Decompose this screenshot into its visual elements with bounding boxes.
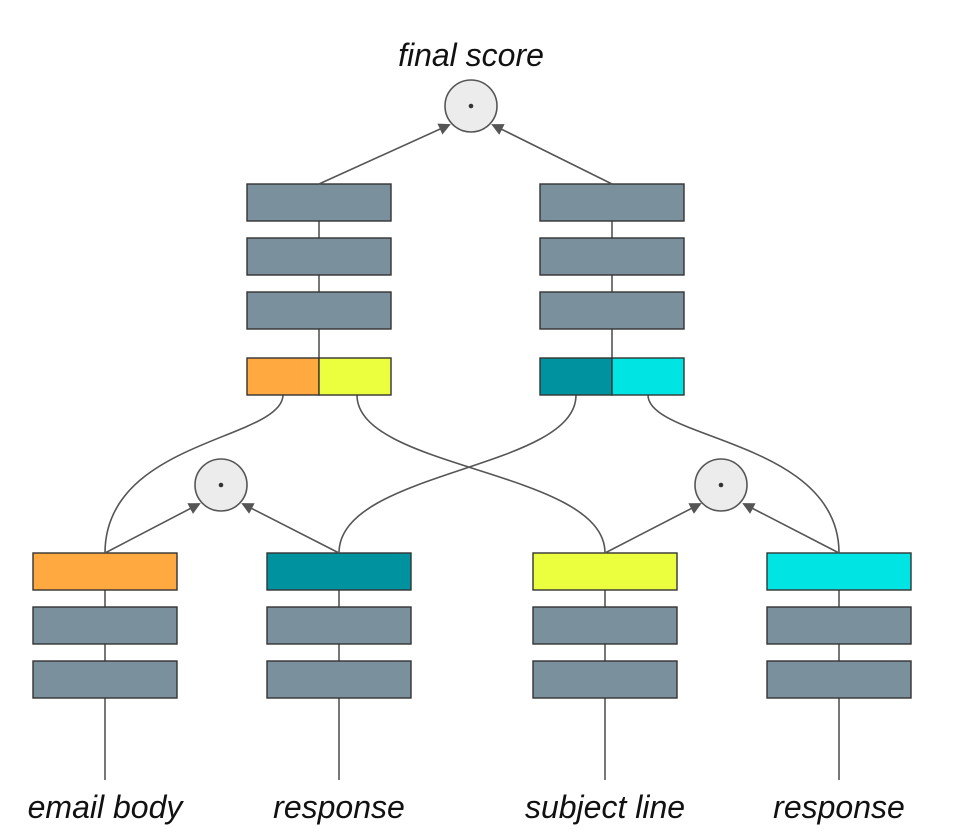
lower-arrows — [104, 503, 840, 554]
email-body-embedding — [32, 552, 178, 591]
response-2-to-dot-right-arrow — [742, 503, 840, 554]
response-1-to-dot-left-arrow — [241, 503, 340, 554]
subject-line-tower — [532, 552, 678, 699]
subject-line-label: subject line — [525, 789, 685, 825]
subject-line-layer-2 — [532, 606, 678, 645]
left-upper-tower — [246, 183, 392, 330]
right-upper-tower — [539, 183, 685, 330]
response-2-embedding — [766, 552, 912, 591]
left-upper-layer-2 — [246, 237, 392, 276]
response-2-layer-3 — [766, 660, 912, 699]
response-2-label: response — [773, 789, 905, 825]
final-score-label: final score — [398, 37, 544, 73]
concat-left — [246, 357, 392, 396]
response-1-layer-2 — [266, 606, 412, 645]
concat-left-email-body-part — [246, 357, 320, 396]
bottom-tower-wires — [104, 590, 840, 780]
right-upper-layer-3 — [539, 291, 685, 330]
dot-product-icon — [218, 482, 224, 488]
right-tower-to-final-arrow — [491, 124, 613, 185]
email-body-layer-3 — [32, 660, 178, 699]
concat-left-subject-line-part — [318, 357, 392, 396]
response-1-to-concat-right — [338, 394, 577, 554]
email-body-to-concat-left — [104, 394, 284, 554]
subject-line-to-dot-right-arrow — [604, 503, 702, 554]
left-upper-layer-3 — [246, 291, 392, 330]
left-tower-to-final-arrow — [318, 123, 451, 185]
final-dot-node — [444, 79, 498, 133]
dot-product-icon — [468, 103, 474, 109]
dot-product-icon — [718, 482, 724, 488]
email-body-tower — [32, 552, 178, 699]
response-1-layer-3 — [266, 660, 412, 699]
response-1-label: response — [273, 789, 405, 825]
response-2-layer-2 — [766, 606, 912, 645]
concat-right — [539, 357, 685, 396]
right-upper-layer-2 — [539, 237, 685, 276]
top-arrows — [318, 123, 613, 185]
subject-line-layer-3 — [532, 660, 678, 699]
dot-node-right — [694, 458, 748, 512]
concat-right-response-1-part — [539, 357, 613, 396]
response-2-to-concat-right — [647, 394, 840, 554]
subject-line-embedding — [532, 552, 678, 591]
dot-node-left — [194, 458, 248, 512]
right-upper-layer-1 — [539, 183, 685, 222]
response-1-tower — [266, 552, 412, 699]
cross-connections — [104, 394, 840, 554]
concat-right-response-2-part — [611, 357, 685, 396]
subject-line-to-concat-left — [356, 394, 606, 554]
response-2-tower — [766, 552, 912, 699]
left-upper-layer-1 — [246, 183, 392, 222]
email-body-to-dot-left-arrow — [104, 503, 201, 554]
email-body-layer-2 — [32, 606, 178, 645]
response-1-embedding — [266, 552, 412, 591]
email-body-label: email body — [28, 789, 185, 825]
